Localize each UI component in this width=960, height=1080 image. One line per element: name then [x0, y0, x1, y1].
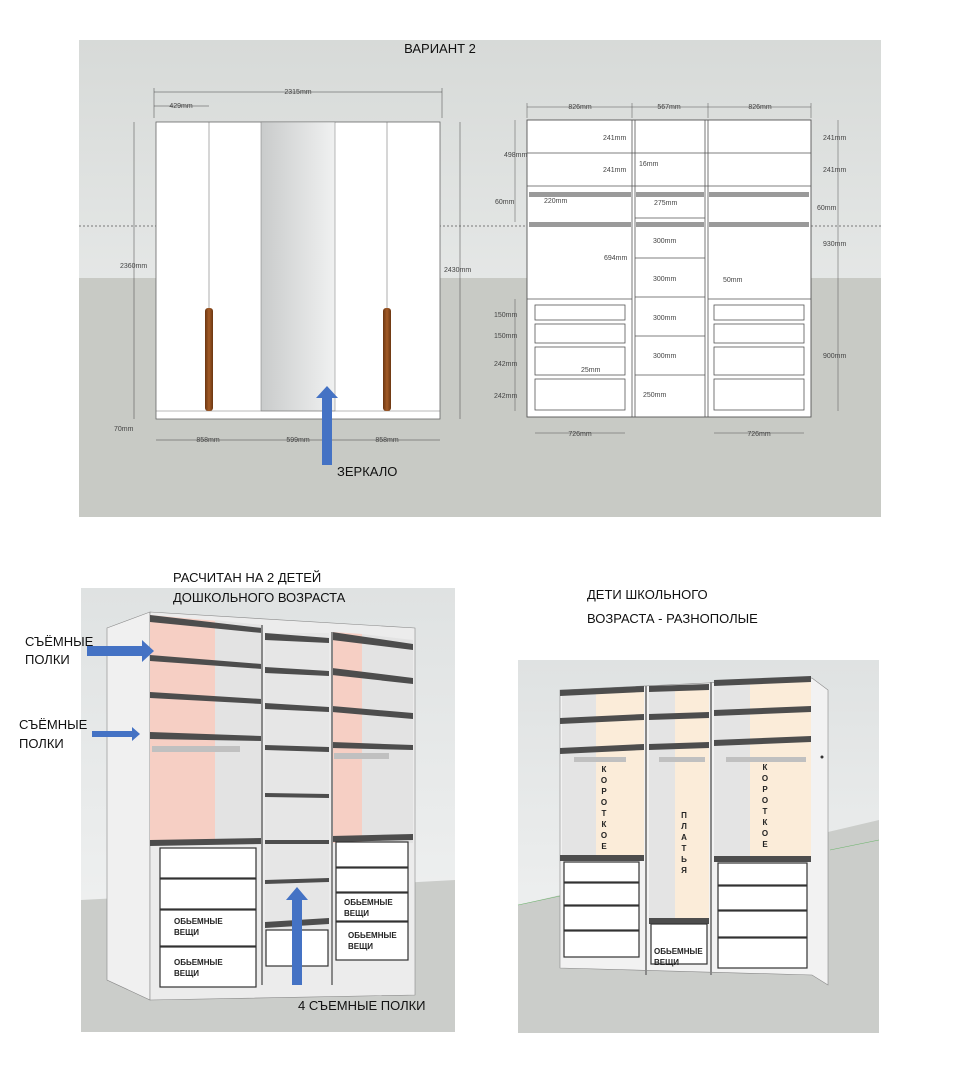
dim-height-total: 2430mm	[444, 267, 471, 274]
removable1-line2: ПОЛКИ	[25, 652, 70, 667]
dim-241-c: 241mm	[823, 135, 847, 142]
top-drawing-panel: ВАРИАНТ 2 2315mm 429mm 2360mm	[79, 40, 881, 517]
dim-220: 220mm	[544, 198, 568, 205]
dim-25: 25mm	[581, 367, 601, 374]
school-bulky-line1: ОБЬЕМНЫЕ	[654, 947, 703, 956]
school-caption-line2: ВОЗРАСТА - РАЗНОПОЛЫЕ	[587, 611, 758, 626]
dim-242-b: 242mm	[494, 393, 518, 400]
dim-300-a: 300mm	[653, 238, 677, 245]
bulky1-line2: ВЕЩИ	[174, 928, 199, 937]
dim-height-inner: 2360mm	[120, 263, 147, 270]
door-handle-right	[383, 308, 391, 411]
dim-150-a: 150mm	[494, 312, 518, 319]
bulky1-line1: ОБЬЕМНЫЕ	[174, 917, 223, 926]
dim-door-width: 429mm	[169, 103, 193, 110]
dim-50: 50mm	[723, 277, 743, 284]
variant-title: ВАРИАНТ 2	[404, 41, 476, 56]
dim-241-d: 241mm	[823, 167, 847, 174]
front-view-wardrobe: 2315mm 429mm 2360mm 2430mm 70mm 858mm 59…	[114, 88, 471, 479]
removable-shelves-arrow-1	[87, 640, 154, 662]
dim-section-top-left: 826mm	[568, 104, 592, 111]
dim-section-top-right: 826mm	[748, 104, 772, 111]
removable2-line2: ПОЛКИ	[19, 736, 64, 751]
dim-241-a: 241mm	[603, 135, 627, 142]
mirror-arrow	[316, 386, 338, 465]
mirror-label: ЗЕРКАЛО	[337, 464, 397, 479]
dim-section-bottom-left: 726mm	[568, 431, 592, 438]
dim-overall-width: 2315mm	[284, 89, 311, 96]
dim-bottom-left: 858mm	[196, 437, 220, 444]
dim-section-bottom-right: 726mm	[747, 431, 771, 438]
dim-694: 694mm	[604, 255, 628, 262]
dim-241-b: 241mm	[603, 167, 627, 174]
dim-plinth: 70mm	[114, 426, 134, 433]
dim-275: 275mm	[654, 200, 678, 207]
four-shelves-label: 4 СЪЕМНЫЕ ПОЛКИ	[298, 998, 426, 1013]
dim-300-c: 300mm	[653, 315, 677, 322]
bulky4-line2: ВЕЩИ	[348, 942, 373, 951]
dim-60-left: 60mm	[495, 199, 515, 206]
school-age-wardrobe-panel: ДЕТИ ШКОЛЬНОГО ВОЗРАСТА - РАЗНОПОЛЫЕ	[517, 587, 880, 1033]
bulky2-line2: ВЕЩИ	[174, 969, 199, 978]
removable2-line1: СЪЁМНЫЕ	[19, 717, 88, 732]
four-shelves-arrow	[286, 887, 308, 985]
removable-shelves-arrow-2	[92, 727, 140, 741]
dim-900: 900mm	[823, 353, 847, 360]
dim-60-right: 60mm	[817, 205, 837, 212]
dim-930: 930mm	[823, 241, 847, 248]
dim-bottom-mid: 599mm	[286, 437, 310, 444]
removable1-line1: СЪЁМНЫЕ	[25, 634, 94, 649]
school-bulky-line2: ВЕЩИ	[654, 958, 679, 967]
school-caption-line1: ДЕТИ ШКОЛЬНОГО	[587, 587, 708, 602]
dim-bottom-right: 858mm	[375, 437, 399, 444]
bulky3-line1: ОБЬЕМНЫЕ	[344, 898, 393, 907]
door-handle-left	[205, 308, 213, 411]
dim-498: 498mm	[504, 152, 528, 159]
preschool-caption-line1: РАСЧИТАН НА 2 ДЕТЕЙ	[173, 570, 321, 585]
dim-300-b: 300mm	[653, 276, 677, 283]
preschool-wardrobe-panel: РАСЧИТАН НА 2 ДЕТЕЙ ДОШКОЛЬНОГО ВОЗРАСТА	[19, 570, 455, 1032]
preschool-caption-line2: ДОШКОЛЬНОГО ВОЗРАСТА	[173, 590, 346, 605]
dim-16: 16mm	[639, 161, 659, 168]
dim-150-b: 150mm	[494, 333, 518, 340]
dim-242-a: 242mm	[494, 361, 518, 368]
bulky3-line2: ВЕЩИ	[344, 909, 369, 918]
bulky4-line1: ОБЬЕМНЫЕ	[348, 931, 397, 940]
dim-250: 250mm	[643, 392, 667, 399]
dim-section-top-mid: 567mm	[657, 104, 681, 111]
section-view-wardrobe: 826mm 567mm 826mm 241mm 241mm 241mm 241m…	[494, 103, 847, 438]
dim-300-d: 300mm	[653, 353, 677, 360]
bulky2-line1: ОБЬЕМНЫЕ	[174, 958, 223, 967]
